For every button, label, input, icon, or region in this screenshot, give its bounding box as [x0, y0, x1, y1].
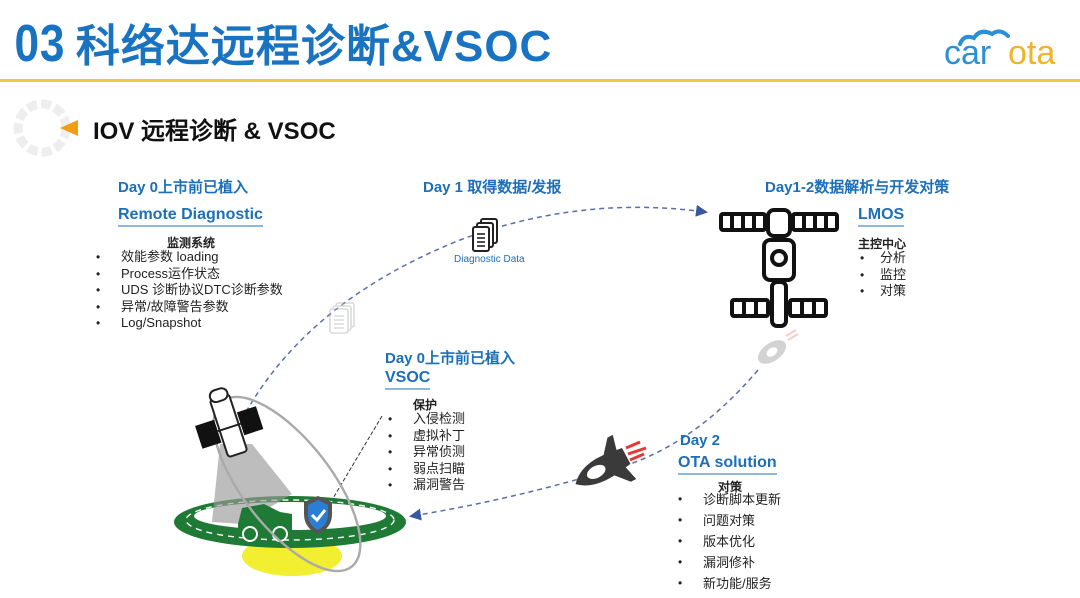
list-item: 异常/故障警告参数	[94, 299, 283, 316]
control-center-label: 主控中心	[858, 237, 907, 251]
carota-logo: car ota	[942, 22, 1078, 72]
list-item: 弱点扫瞄	[386, 461, 465, 478]
day12-heading: Day1-2数据解析与开发对策	[765, 179, 950, 196]
day1-heading: Day 1 取得数据/发报	[423, 179, 562, 196]
section-number: 03	[14, 15, 66, 73]
section-marker-icon	[13, 99, 78, 157]
ota-solution-title: OTA solution	[678, 454, 777, 475]
protection-label: 保护	[413, 398, 438, 412]
diagnostic-data-icon	[472, 218, 498, 252]
signal-beam	[212, 444, 292, 524]
shield-check-icon	[304, 496, 332, 534]
list-item: 虚拟补丁	[386, 428, 465, 445]
rocket-icon	[575, 434, 647, 486]
section-title: IOV 远程诊断 & VSOC	[93, 118, 336, 145]
faded-document-icon	[329, 302, 355, 334]
vsoc-list: 入侵检测 虚拟补丁 异常侦测 弱点扫瞄 漏洞警告	[386, 411, 465, 494]
vsoc-title: VSOC	[385, 369, 431, 390]
list-item: 漏洞警告	[386, 477, 465, 494]
list-item: 漏洞修补	[676, 552, 781, 573]
list-item: 问题对策	[676, 510, 781, 531]
list-item: Process运作状态	[94, 266, 283, 283]
logo-text-car: car	[944, 34, 991, 72]
list-item: UDS 诊断协议DTC诊断参数	[94, 282, 283, 299]
space-station-icon	[719, 208, 839, 328]
list-item: 分析	[858, 250, 906, 267]
list-item: 对策	[858, 283, 906, 300]
day0-vsoc-heading: Day 0上市前已植入	[385, 350, 516, 367]
day0-remote-heading: Day 0上市前已植入	[118, 179, 249, 196]
list-item: 新功能/服务	[676, 573, 781, 594]
list-item: Log/Snapshot	[94, 315, 283, 332]
list-item: 监控	[858, 267, 906, 284]
faded-rocket-icon	[757, 329, 799, 364]
vsoc-pointer-line	[325, 415, 383, 511]
lmos-list: 分析 监控 对策	[858, 250, 906, 300]
cloud-icon: car ota	[944, 29, 1055, 72]
lmos-title: LMOS	[858, 206, 905, 227]
logo-text-ota: ota	[1008, 34, 1055, 72]
page-title-text: 科络达远程诊断&VSOC	[75, 22, 553, 71]
list-item: 效能参数 loading	[94, 249, 283, 266]
list-item: 版本优化	[676, 531, 781, 552]
list-item: 诊断脚本更新	[676, 489, 781, 510]
list-item: 入侵检测	[386, 411, 465, 428]
diagnostic-data-label: Diagnostic Data	[454, 254, 525, 265]
ota-list: 诊断脚本更新 问题对策 版本优化 漏洞修补 新功能/服务	[676, 489, 781, 594]
vehicle-network-illustration	[174, 387, 406, 576]
monitoring-system-label: 监测系统	[167, 236, 216, 250]
satellite-icon	[195, 387, 264, 458]
title-divider	[0, 79, 1080, 82]
day2-heading: Day 2	[680, 432, 721, 449]
list-item: 异常侦测	[386, 444, 465, 461]
arrow-day0-to-day1	[245, 204, 708, 413]
remote-diagnostic-title: Remote Diagnostic	[118, 206, 263, 227]
remote-diagnostic-list: 效能参数 loading Process运作状态 UDS 诊断协议DTC诊断参数…	[94, 249, 283, 332]
